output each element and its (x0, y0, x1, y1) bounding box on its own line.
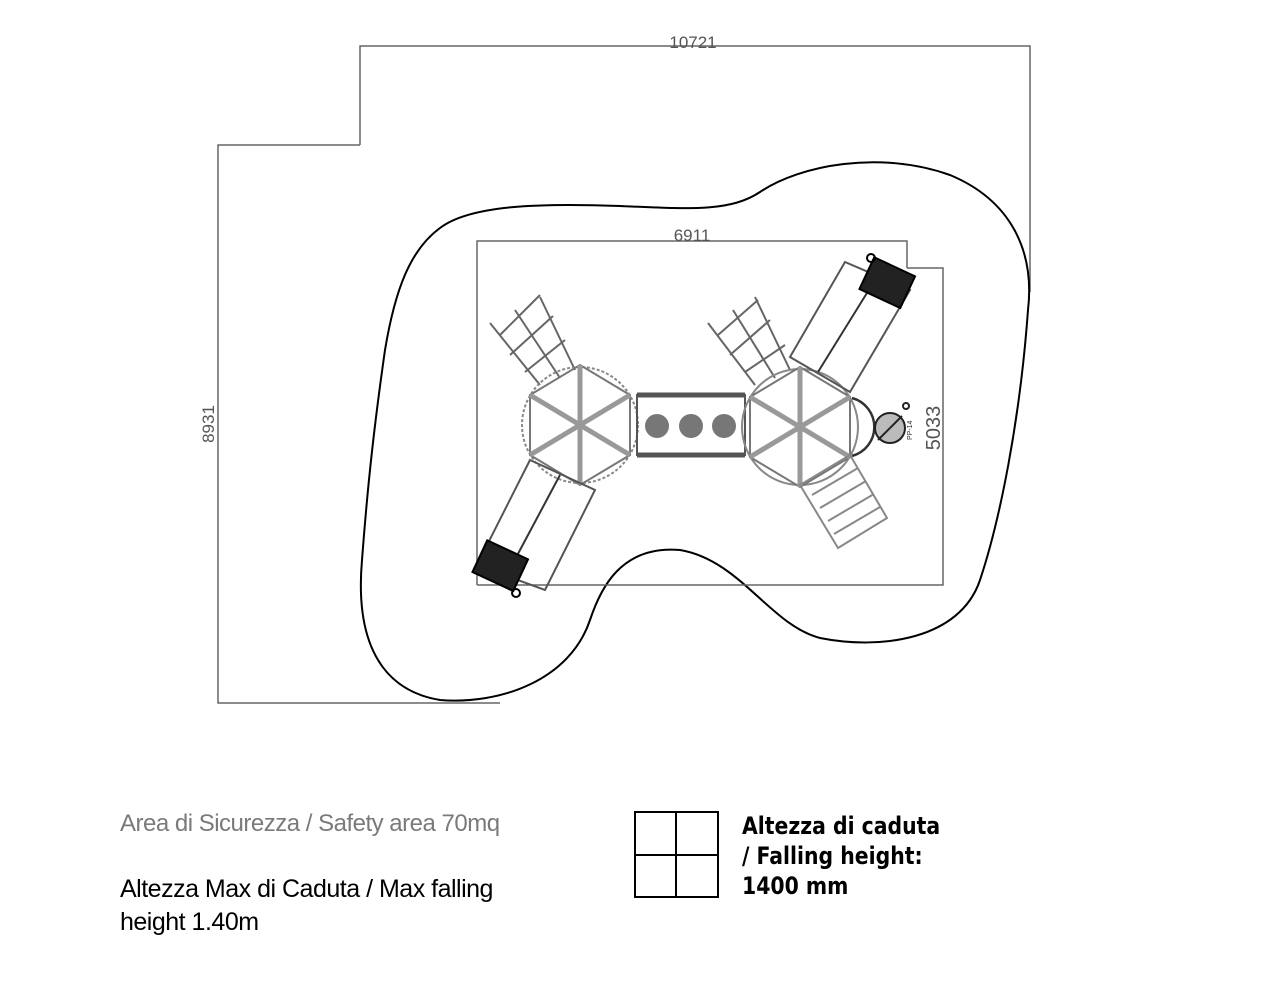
slide-right (788, 253, 917, 394)
dim-overall-width: 10721 (669, 33, 716, 52)
slide-left (471, 458, 597, 598)
falling-height-legend: Altezza di caduta / Falling height: 1400… (742, 811, 963, 901)
overall-dimension-lines (217, 45, 1031, 704)
stair-ramp (798, 453, 889, 550)
bridge (636, 392, 746, 458)
climbing-net-right (707, 296, 791, 386)
falling-height-line-1: Altezza di caduta (742, 812, 941, 840)
play-panel (874, 402, 910, 444)
safety-area-outline (359, 161, 1031, 702)
climbing-net-left (489, 294, 576, 386)
dim-equipment-depth: 5033 (923, 406, 945, 451)
falling-height-line-2: / Falling height: (742, 842, 923, 870)
rubber-tile-symbol (634, 811, 719, 898)
tower-right (741, 365, 876, 489)
dim-overall-depth: 8931 (199, 405, 218, 443)
equipment-dimension-lines (476, 240, 944, 586)
falling-height-line-3: 1400 mm (742, 872, 849, 900)
playground-equipment (471, 253, 917, 598)
tower-left (521, 363, 639, 487)
equipment-tag: PP-14 (907, 420, 914, 440)
safety-area-label: Area di Sicurezza / Safety area 70mq (120, 810, 500, 837)
max-falling-height-label: Altezza Max di Caduta / Max falling heig… (120, 875, 493, 936)
dim-equipment-width: 6911 (674, 226, 711, 245)
